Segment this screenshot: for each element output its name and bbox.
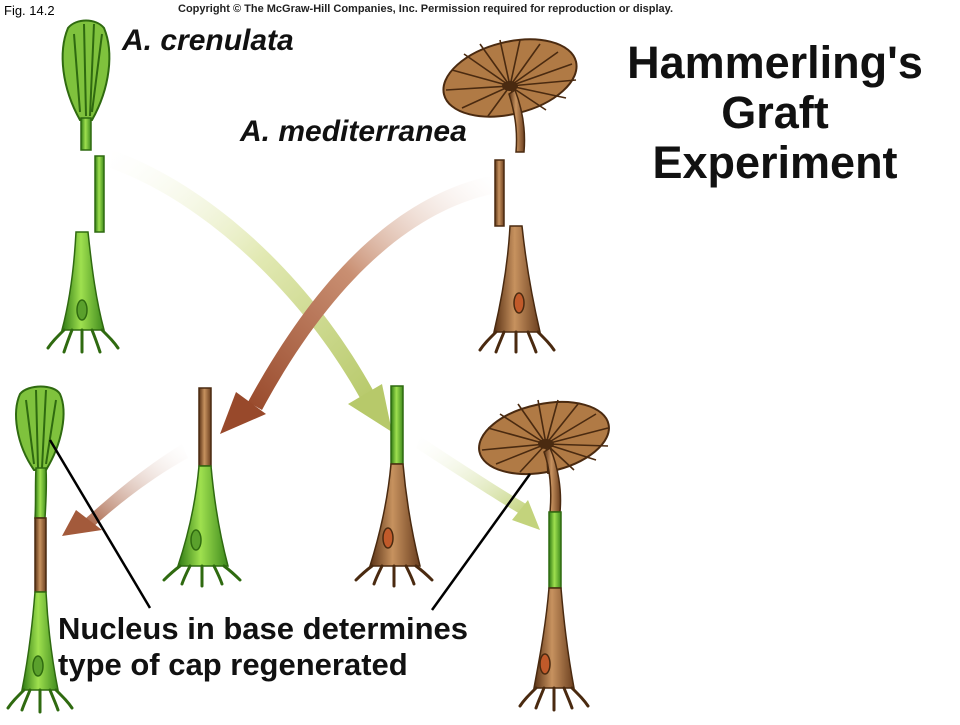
regenerated-crenulata bbox=[6, 385, 74, 714]
crenulata-base bbox=[46, 231, 120, 354]
arrow-small-brown bbox=[62, 444, 188, 536]
mediterranea-stalk-cut bbox=[494, 159, 505, 227]
crenulata-stalk-cut bbox=[94, 155, 105, 233]
title-line-2: Graft bbox=[721, 87, 829, 138]
pointer-line-left bbox=[48, 439, 152, 609]
graft-green-on-brown bbox=[354, 385, 434, 588]
caption-line-2: type of cap regenerated bbox=[58, 647, 408, 682]
title-line-1: Hammerling's bbox=[627, 37, 923, 88]
species-label-crenulata: A. crenulata bbox=[122, 24, 294, 57]
species-label-mediterranea: A. mediterranea bbox=[240, 115, 467, 148]
graft-brown-on-green bbox=[162, 387, 242, 588]
mediterranea-cap bbox=[442, 38, 578, 118]
mediterranea-stalk-top bbox=[508, 88, 526, 153]
pointer-line-right bbox=[430, 473, 532, 611]
graft1-nucleus bbox=[190, 529, 202, 551]
figure-label: Fig. 14.2 bbox=[4, 3, 55, 18]
regenerated-mediterranea bbox=[478, 399, 610, 712]
arrow-crenulata-stalk-to-graft bbox=[110, 150, 392, 432]
title-line-3: Experiment bbox=[652, 137, 898, 188]
diagram-caption: Nucleus in base determines type of cap r… bbox=[58, 611, 468, 683]
diagram-title: Hammerling's Graft Experiment bbox=[590, 38, 960, 188]
regen-mediterranea-nucleus bbox=[539, 653, 551, 675]
caption-line-1: Nucleus in base determines bbox=[58, 611, 469, 646]
copyright-notice: Copyright © The McGraw-Hill Companies, I… bbox=[178, 3, 674, 15]
regen-crenulata-nucleus bbox=[32, 655, 44, 677]
crenulata-nucleus bbox=[76, 299, 88, 321]
arrow-mediterranea-stalk-to-graft bbox=[220, 176, 492, 434]
graft2-nucleus bbox=[382, 527, 394, 549]
mediterranea-base bbox=[478, 225, 556, 354]
arrow-small-green bbox=[416, 436, 540, 530]
mediterranea-nucleus bbox=[513, 292, 525, 314]
crenulata-stalk-top bbox=[80, 117, 92, 151]
crenulata-cap bbox=[61, 19, 111, 121]
